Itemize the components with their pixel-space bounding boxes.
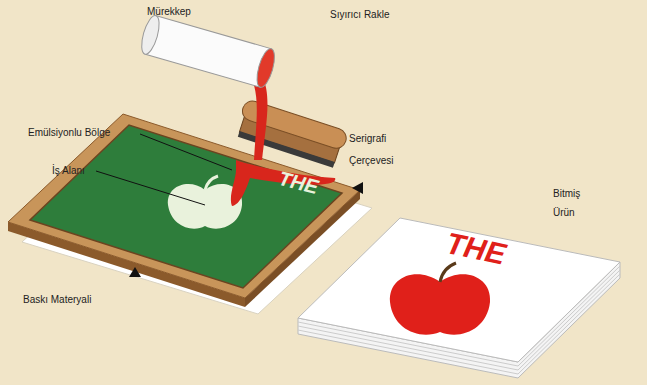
part-label: İş Alanı [52, 164, 112, 178]
pointer-triangle [352, 182, 363, 194]
finished-product [298, 218, 620, 378]
part-label: Bitmiş Ürün [553, 184, 598, 222]
leader-line [96, 171, 205, 205]
wooden-frame [8, 114, 360, 298]
open-image-area [168, 184, 242, 229]
part-label: Serigrafi Çerçevesi [349, 128, 407, 172]
part-label: Sıyırıcı Rakle [330, 8, 420, 22]
ink-stream [252, 76, 267, 160]
squeegee [234, 98, 349, 168]
pointer-triangle [129, 267, 141, 277]
part-label: Emülsiyonlu Bölge [28, 126, 138, 140]
ink-can [138, 14, 278, 89]
part-label: Mürekkep [147, 5, 227, 19]
part-label: Baskı Materyali [23, 293, 133, 307]
open-image-area [205, 176, 218, 190]
emulsion-screen [30, 125, 342, 288]
leader-line [140, 134, 232, 170]
